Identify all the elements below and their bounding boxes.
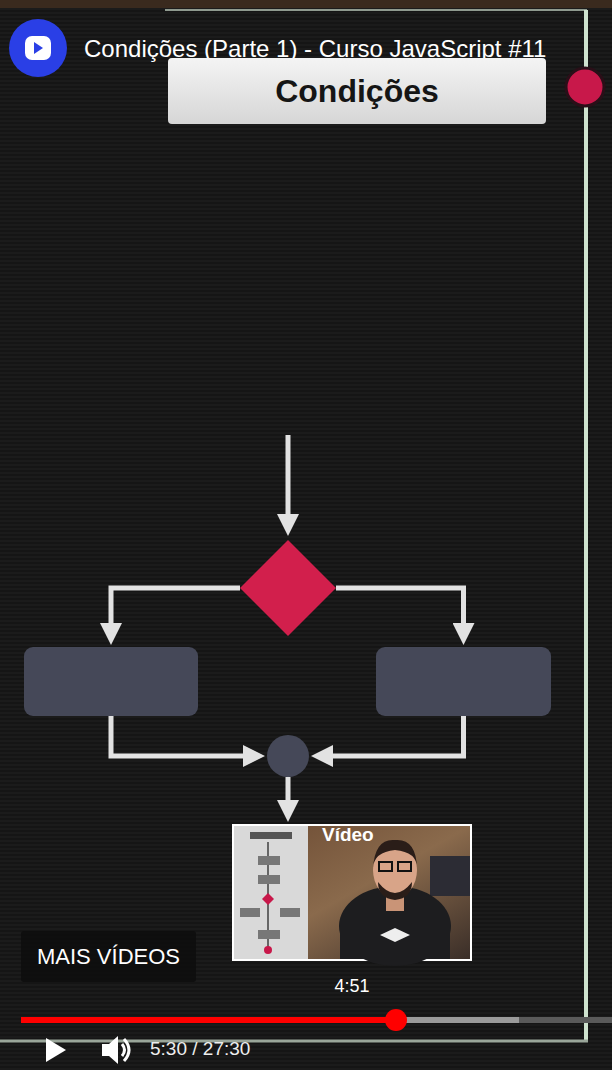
flow-connector xyxy=(323,716,464,756)
thumbnail-slide xyxy=(258,856,280,865)
arrow-head xyxy=(277,800,299,822)
title-panel-text: Condições xyxy=(275,73,439,110)
thumbnail-text: Vídeo xyxy=(322,824,374,846)
process-box xyxy=(24,647,198,716)
volume-icon xyxy=(124,1039,129,1061)
thumbnail-slide xyxy=(240,908,260,917)
entry-arrow xyxy=(286,435,291,518)
person-beard xyxy=(378,882,412,900)
process-box-outline xyxy=(376,647,551,716)
progress-played xyxy=(21,1017,396,1023)
volume-icon xyxy=(102,1036,118,1064)
shirt-logo xyxy=(380,928,410,942)
merge-circle xyxy=(267,735,309,777)
thumbnail-slide xyxy=(262,893,274,905)
progress-track xyxy=(21,1017,612,1023)
thumbnail-slide xyxy=(250,832,292,839)
person-shirt xyxy=(340,926,450,959)
flow-connector xyxy=(336,588,464,633)
more-videos-button: MAIS VÍDEOS xyxy=(21,931,196,982)
person-glasses xyxy=(379,862,392,871)
volume-icon xyxy=(122,1044,125,1056)
more-videos-button-text: MAIS VÍDEOS xyxy=(37,944,180,970)
video-duration: 4:51 xyxy=(334,976,369,997)
person-glasses xyxy=(398,862,411,871)
thumbnail-slide xyxy=(234,826,308,959)
frame-line xyxy=(584,10,588,1041)
thumbnail-slide xyxy=(258,875,280,884)
play-icon xyxy=(46,1038,66,1062)
thumbnail-slide xyxy=(258,930,280,939)
logo-icon xyxy=(25,36,51,60)
frame-line xyxy=(165,9,587,11)
flow-connector xyxy=(111,716,253,756)
process-box xyxy=(376,647,551,716)
merge-circle-outline xyxy=(267,735,309,777)
decision-diamond-outline xyxy=(240,540,336,636)
thumbnail-image xyxy=(234,826,470,959)
buffer-bar xyxy=(21,1017,519,1023)
thumbnail-border xyxy=(232,824,472,961)
top-strip xyxy=(0,0,612,8)
video-thumbnail xyxy=(232,824,472,966)
exit-arrow xyxy=(286,777,291,804)
progress-knob xyxy=(385,1009,407,1031)
thumbnail-monitor xyxy=(430,856,470,896)
thumbnail-slide xyxy=(264,946,272,954)
logo-icon xyxy=(34,42,43,54)
title-panel: Condições xyxy=(168,58,546,124)
process-box-outline xyxy=(24,647,198,716)
time-display: 5:30 / 27:30 xyxy=(150,1038,250,1060)
thumbnail-slide xyxy=(280,908,300,917)
flow-connector xyxy=(111,588,240,633)
arrow-head xyxy=(277,514,299,536)
decision-diamond xyxy=(240,540,336,636)
frame-line xyxy=(0,1040,588,1043)
channel-logo xyxy=(9,19,67,77)
record-dot xyxy=(566,68,604,106)
